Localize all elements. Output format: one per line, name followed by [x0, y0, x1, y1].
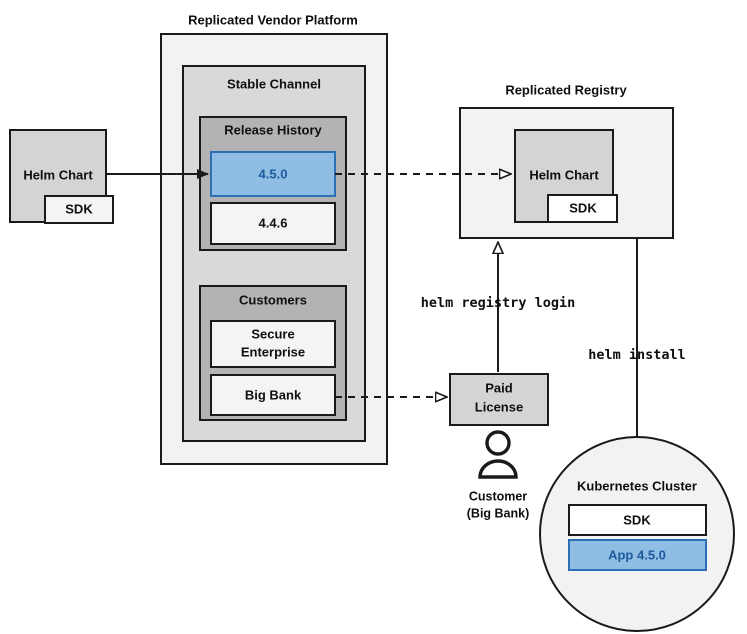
customer-actor-line2: (Big Bank) [467, 506, 530, 520]
registry-helm-chart-label: Helm Chart [529, 167, 599, 182]
paid-license-line2: License [475, 399, 523, 414]
command-helm-install: helm install [588, 347, 686, 363]
cluster-component-sdk-label: SDK [623, 512, 651, 527]
customer-secure-enterprise-line2: Enterprise [241, 344, 305, 359]
release-item-4-4-6-label: 4.4.6 [259, 215, 288, 230]
customer-actor-line1: Customer [469, 489, 527, 503]
customer-big-bank[interactable] [210, 374, 336, 416]
vendor-platform-title: Replicated Vendor Platform [188, 12, 358, 27]
release-item-4-4-6[interactable] [210, 202, 336, 245]
customer-big-bank-label: Big Bank [245, 387, 302, 402]
registry-sdk-label: SDK [569, 200, 597, 215]
kubernetes-cluster-label: Kubernetes Cluster [577, 478, 697, 493]
release-item-4-5-0-label: 4.5.0 [259, 166, 288, 181]
person-icon [478, 430, 518, 479]
source-helm-chart-label: Helm Chart [23, 167, 93, 182]
source-sdk-label: SDK [65, 201, 93, 216]
paid-license-line1: Paid [485, 380, 513, 395]
stable-channel-label: Stable Channel [227, 76, 321, 91]
customer-secure-enterprise-line1: Secure [251, 326, 294, 341]
registry-title: Replicated Registry [505, 82, 627, 97]
cluster-component-app[interactable] [568, 539, 707, 571]
paid-license-box[interactable] [449, 373, 549, 426]
cluster-component-sdk[interactable] [568, 504, 707, 536]
customer-secure-enterprise[interactable] [210, 320, 336, 368]
source-sdk-box[interactable] [44, 195, 114, 224]
cluster-component-app-label: App 4.5.0 [608, 547, 666, 562]
registry-sdk-box[interactable] [547, 194, 618, 223]
release-history-label: Release History [224, 122, 322, 137]
customers-label: Customers [239, 292, 307, 307]
command-registry-login: helm registry login [421, 295, 575, 311]
